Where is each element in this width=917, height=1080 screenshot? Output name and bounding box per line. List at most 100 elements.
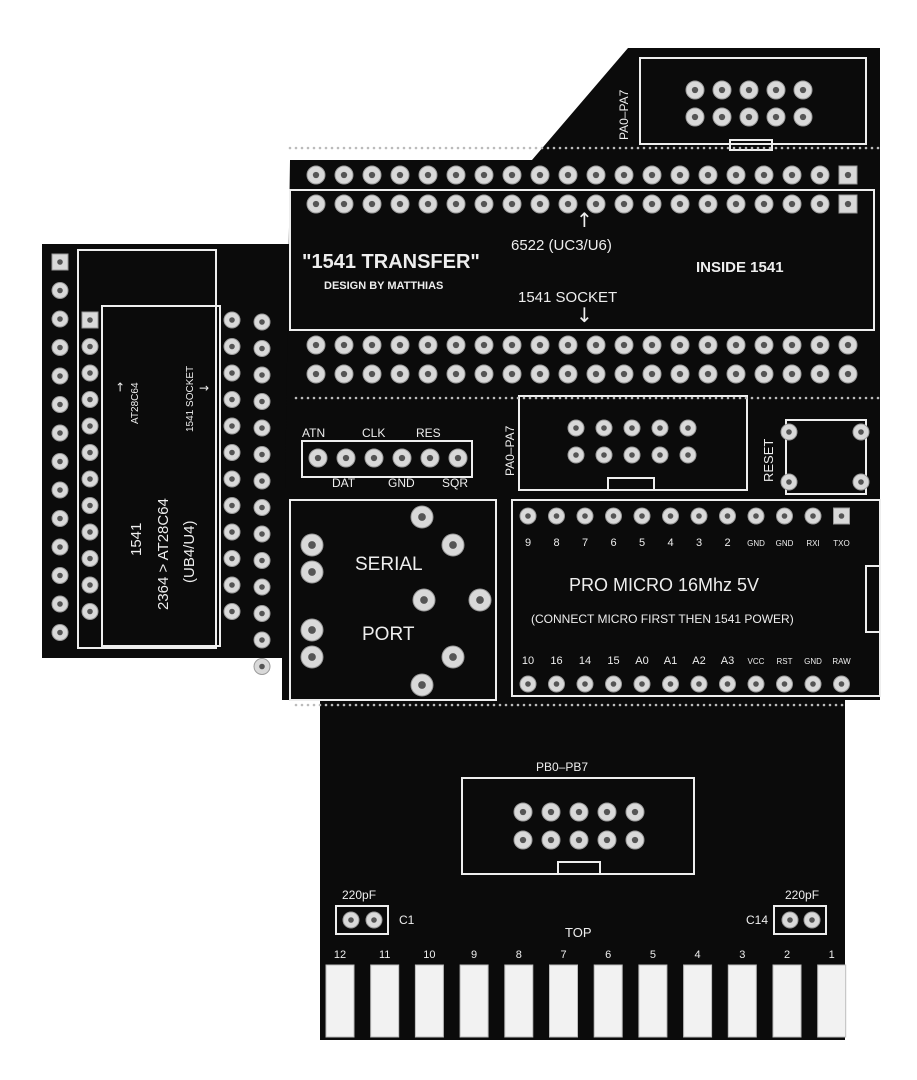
din-pad-4-hole <box>420 596 428 604</box>
via-row-0 <box>744 146 748 150</box>
socket-pad-r0-8-hole <box>536 171 544 179</box>
via-row-2 <box>498 703 502 707</box>
via-row-1 <box>486 396 490 400</box>
header-top-pad-b3-hole <box>772 113 780 121</box>
via-row-0 <box>390 146 394 150</box>
rom-pad-c1-8-hole <box>87 529 93 535</box>
din-pad-1-hole <box>449 541 457 549</box>
via-row-2 <box>828 703 832 707</box>
via-row-2 <box>330 703 334 707</box>
via-row-2 <box>456 703 460 707</box>
via-row-0 <box>870 146 874 150</box>
rom-right-label: 1541 SOCKET <box>185 366 196 432</box>
via-row-1 <box>840 396 844 400</box>
via-row-0 <box>294 146 298 150</box>
rom-pad-c0-13-hole <box>57 629 63 636</box>
via-row-1 <box>780 396 784 400</box>
via-row-2 <box>360 703 364 707</box>
socket-pad-r0-1-hole <box>340 171 348 179</box>
pm-top-pad-7-hole <box>724 513 731 519</box>
via-row-0 <box>726 146 730 150</box>
rom-pad-c1-10-hole <box>87 582 93 588</box>
socket-pad-r3-2-hole <box>368 370 376 378</box>
socket-pad-r0-14-hole <box>704 171 712 179</box>
via-row-1 <box>348 396 352 400</box>
via-row-2 <box>432 703 436 707</box>
via-row-1 <box>630 396 634 400</box>
pm-top-pad-1-hole <box>553 513 560 519</box>
din-pad-7-hole <box>308 653 316 661</box>
main-board <box>282 48 880 1040</box>
via-row-1 <box>606 396 610 400</box>
via-row-2 <box>624 703 628 707</box>
via-row-0 <box>324 146 328 150</box>
arrow-up-small-icon: → <box>113 382 127 392</box>
edge-pin-label-11: 11 <box>379 949 390 961</box>
rom-left-label: AT28C64 <box>130 382 141 424</box>
via-row-0 <box>504 146 508 150</box>
via-row-1 <box>708 396 712 400</box>
pb-pad-a0-hole <box>519 808 527 816</box>
via-row-2 <box>414 703 418 707</box>
via-row-2 <box>822 703 826 707</box>
via-row-0 <box>576 146 580 150</box>
via-row-2 <box>528 703 532 707</box>
socket-pad-r2-19-hole <box>844 341 852 349</box>
via-row-2 <box>342 703 346 707</box>
via-row-1 <box>696 396 700 400</box>
pm-top-pin-label-1: 8 <box>553 537 559 549</box>
via-row-2 <box>366 703 370 707</box>
via-row-0 <box>840 146 844 150</box>
pm-top-pin-label-0: 9 <box>525 537 531 549</box>
pm-top-pad-2-hole <box>582 513 588 519</box>
via-row-1 <box>534 396 538 400</box>
via-row-2 <box>774 703 778 707</box>
via-row-1 <box>546 396 550 400</box>
via-row-0 <box>300 146 304 150</box>
pb-pad-b2-hole <box>575 836 583 844</box>
via-row-2 <box>492 703 496 707</box>
pm-bottom-pad-1-hole <box>553 681 560 687</box>
via-row-1 <box>420 396 424 400</box>
via-row-0 <box>360 146 364 150</box>
via-row-1 <box>756 396 760 400</box>
pm-bottom-pin-label-9: RST <box>777 657 793 666</box>
edge-pin-label-12: 12 <box>334 949 346 961</box>
via-row-0 <box>672 146 676 150</box>
socket-pad-r3-6-hole <box>480 370 488 378</box>
socket-pad-r2-1-hole <box>340 341 348 349</box>
edge-finger-2 <box>772 964 802 1038</box>
via-row-1 <box>786 396 790 400</box>
via-row-1 <box>540 396 544 400</box>
pb-pad-b1-hole <box>547 836 555 844</box>
rom-pad-c1-3-hole <box>87 396 93 403</box>
socket-pad-r1-2-hole <box>368 200 376 208</box>
via-row-0 <box>756 146 760 150</box>
via-row-1 <box>378 396 382 400</box>
via-row-2 <box>474 703 478 707</box>
pb-pad-a2-hole <box>575 808 583 816</box>
via-row-1 <box>372 396 376 400</box>
cap-right-pad-a-hole <box>787 917 793 923</box>
socket-pad-r1-3-hole <box>396 200 404 208</box>
edge-pin-label-10: 10 <box>423 949 435 961</box>
via-row-0 <box>312 146 316 150</box>
serial-header-pad-3-hole <box>398 454 406 462</box>
edge-finger-1 <box>817 964 847 1038</box>
via-row-0 <box>342 146 346 150</box>
pm-top-pad-6-hole <box>696 513 702 519</box>
cap-left-ref: C1 <box>399 913 415 927</box>
socket-pad-r2-7-hole <box>508 341 516 349</box>
pb-pad-a1-hole <box>547 808 555 816</box>
via-row-0 <box>684 146 688 150</box>
via-row-0 <box>750 146 754 150</box>
rom-pad-c1-6-hole <box>87 476 93 482</box>
via-row-2 <box>762 703 766 707</box>
cap-left-outline <box>335 905 389 935</box>
rom-pad-c3-6-hole <box>259 478 265 484</box>
pm-bottom-pin-label-11: RAW <box>832 657 851 666</box>
via-row-1 <box>828 396 832 400</box>
via-row-1 <box>450 396 454 400</box>
socket-pad-r1-4-hole <box>424 200 432 208</box>
via-row-2 <box>810 703 814 707</box>
